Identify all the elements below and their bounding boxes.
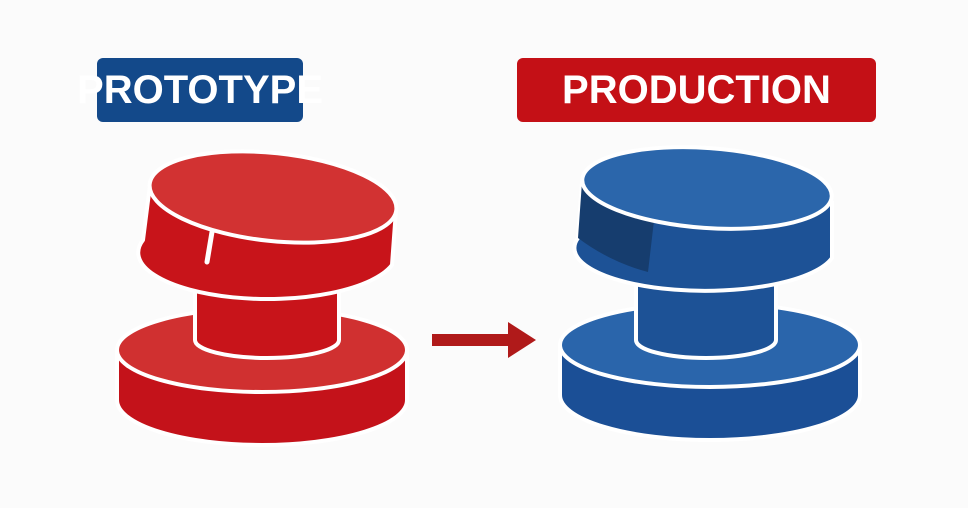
prototype-cap <box>136 149 399 302</box>
arrow-icon <box>432 322 536 358</box>
production-label: PRODUCTION <box>517 58 876 122</box>
prototype-stopper <box>115 149 409 447</box>
production-cap <box>572 145 834 293</box>
production-stopper <box>558 145 862 442</box>
production-stem <box>634 268 778 360</box>
prototype-label: PROTOTYPE <box>77 58 323 122</box>
